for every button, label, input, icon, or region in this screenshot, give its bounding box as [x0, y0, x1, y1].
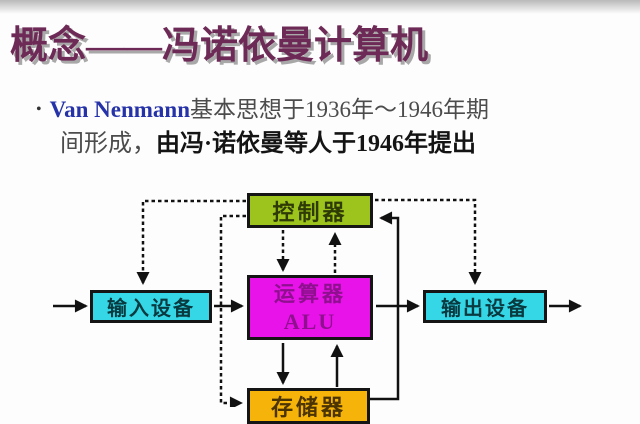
alu-box: 运算器 ALU [247, 275, 373, 340]
control-arrow-controller-to-input [136, 199, 246, 285]
bullet-text-line1: • Van Nenmann基本思想于1936年～1946年期 [36, 95, 489, 125]
memory-box: 存储器 [247, 388, 370, 424]
bullet-marker: • [36, 101, 42, 118]
inventor-name-text: Van Nenmann [49, 97, 191, 122]
input-device-label: 输入设备 [107, 298, 195, 320]
bullet-line1-rest: 基本思想于1936年～1946年期 [190, 97, 490, 122]
top-gradient-band [0, 0, 640, 14]
output-device-box: 输出设备 [423, 290, 547, 323]
alu-label-cn: 运算器 [274, 282, 346, 306]
controller-box: 控制器 [247, 193, 373, 228]
page-title: 概念——冯诺依曼计算机 [10, 25, 429, 67]
arrow-memory-to-controller [370, 211, 400, 401]
control-arrow-controller-to-memory [219, 214, 246, 407]
alu-label-en: ALU [283, 308, 337, 334]
bullet-line2-start: 间形成， [60, 131, 156, 157]
input-device-box: 输入设备 [90, 290, 212, 323]
memory-label: 存储器 [270, 395, 346, 420]
controller-label: 控制器 [272, 199, 348, 225]
control-arrow-controller-to-output [375, 198, 482, 285]
bullet-line2-emphasis: 由冯·诺依曼等人于1946年提出 [156, 131, 477, 157]
bullet-text-line2: 间形成，由冯·诺依曼等人于1946年提出 [60, 129, 476, 159]
output-device-label: 输出设备 [441, 298, 529, 320]
